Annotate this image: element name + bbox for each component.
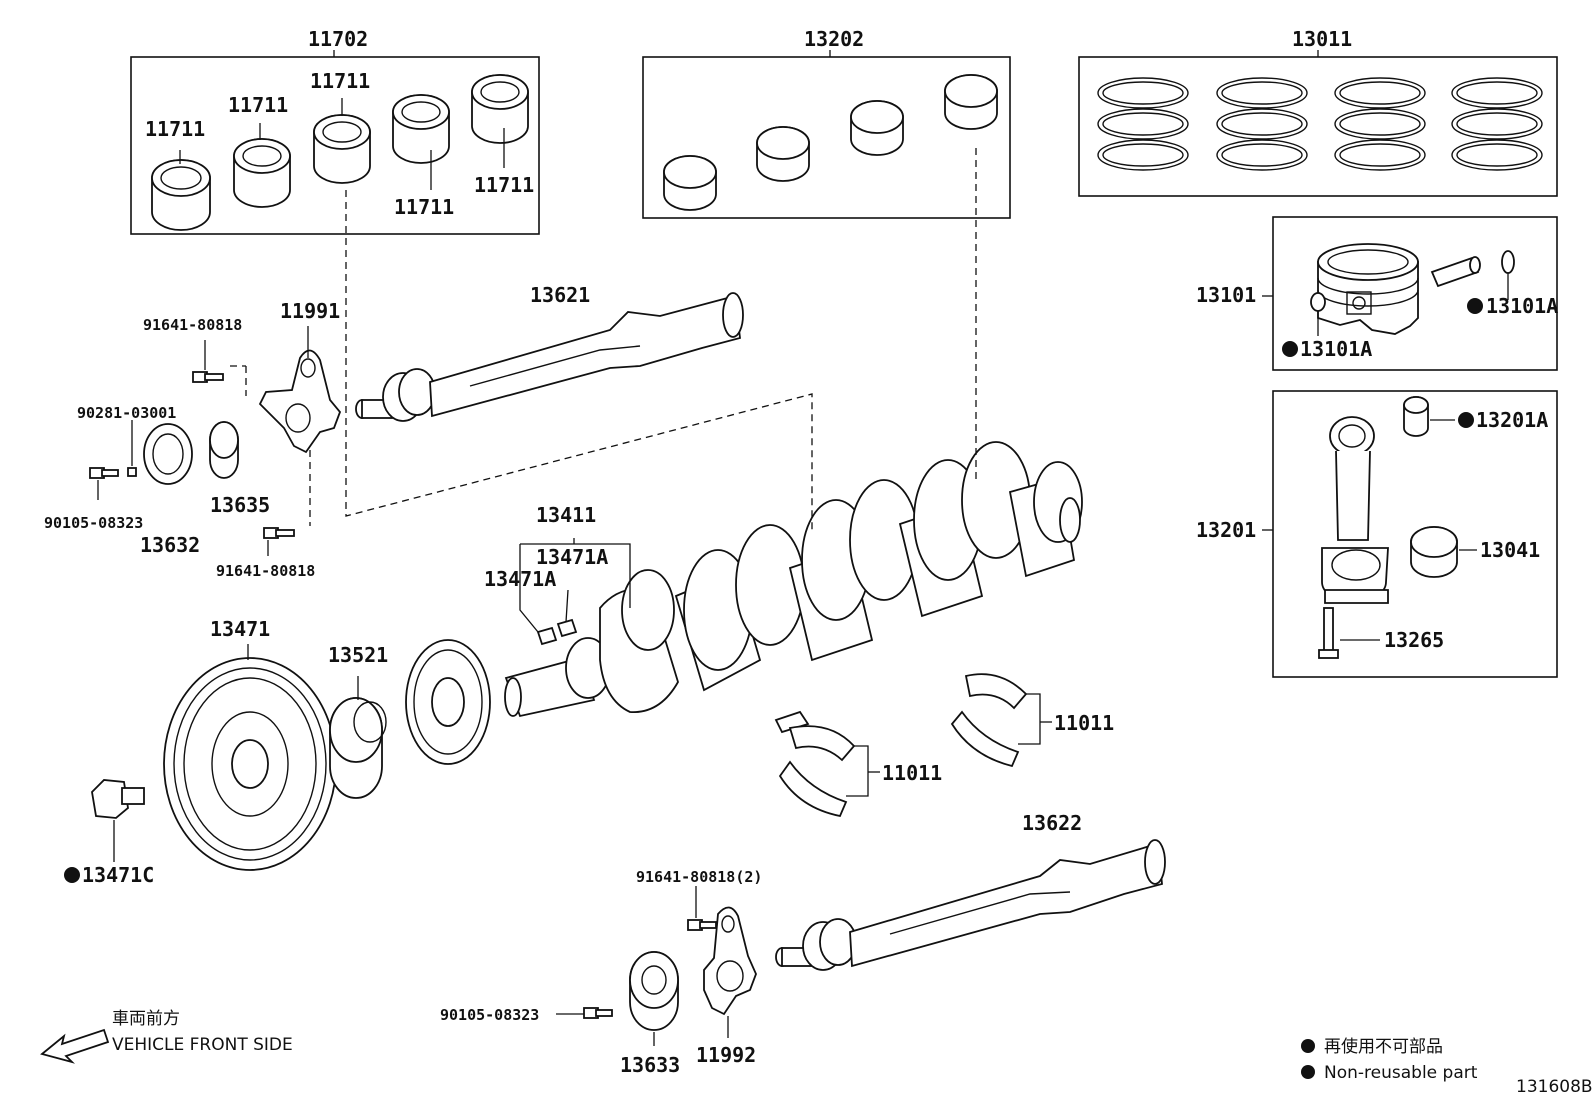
rod-bearing-group <box>663 74 998 211</box>
piston-assembly <box>1310 243 1515 335</box>
connecting-rod-box-13201 <box>1272 390 1558 678</box>
thrust-washer-upper <box>950 673 1028 768</box>
thrust-washer-lower <box>778 725 856 818</box>
label-11991: 11991 <box>280 299 340 323</box>
bolt-90105-lower <box>583 1007 613 1019</box>
label-13201A: 13201A <box>1476 408 1548 432</box>
pin-90281 <box>127 467 137 477</box>
main-bearing-4 <box>392 94 450 164</box>
label-13202: 13202 <box>804 27 864 51</box>
label-13101A-a: 13101A <box>1486 294 1558 318</box>
label-11011-b: 11011 <box>1054 711 1114 735</box>
vehicle-front-indicator: 車両前方 VEHICLE FRONT SIDE <box>40 1009 293 1064</box>
label-13632: 13632 <box>140 533 200 557</box>
vehicle-front-jp: 車両前方 <box>112 1009 180 1029</box>
part-labels: 11702 11711 11711 11711 11711 11711 1320… <box>44 27 1558 1077</box>
label-91641-a: 91641-80818 <box>143 316 242 334</box>
balance-shaft-plate-11992 <box>703 906 757 1016</box>
bolt-91641-lower <box>263 527 295 539</box>
balance-shaft-collar-13635 <box>209 421 239 479</box>
crank-pulley <box>163 657 337 871</box>
label-11711-b: 11711 <box>228 93 288 117</box>
label-13101: 13101 <box>1196 283 1256 307</box>
rod-bearing-3 <box>850 100 904 156</box>
bearing-set-box-13202 <box>642 56 1011 219</box>
crank-gear-wheel <box>405 639 491 765</box>
label-13621: 13621 <box>530 283 590 307</box>
figure-code: 131608B <box>1516 1077 1592 1097</box>
bearing-set-box-11702 <box>130 56 540 235</box>
label-90105-a: 90105-08323 <box>44 514 143 532</box>
non-reusable-en: Non-reusable part <box>1324 1063 1478 1083</box>
non-reusable-dot-icon <box>1301 1039 1315 1053</box>
piston-ring-set-2 <box>1216 77 1308 171</box>
piston-ring-set-4 <box>1451 77 1543 171</box>
bolt-91641-80818-2 <box>687 919 717 931</box>
label-13635: 13635 <box>210 493 270 517</box>
crank-timing-sprocket-13521 <box>329 697 387 799</box>
label-13011: 13011 <box>1292 27 1352 51</box>
label-13521: 13521 <box>328 643 388 667</box>
label-11992: 11992 <box>696 1043 756 1067</box>
bolt-91641-upper <box>192 371 224 383</box>
label-11702: 11702 <box>308 27 368 51</box>
label-11711-d: 11711 <box>394 195 454 219</box>
label-91641-c: 91641-80818(2) <box>636 868 762 886</box>
label-13265: 13265 <box>1384 628 1444 652</box>
label-11011-a: 11011 <box>882 761 942 785</box>
label-13471A-b: 13471A <box>484 567 556 591</box>
label-11711-a: 11711 <box>145 117 205 141</box>
main-bearing-1 <box>151 159 211 231</box>
label-11711-c: 11711 <box>310 69 370 93</box>
label-11711-e: 11711 <box>474 173 534 197</box>
label-13041: 13041 <box>1480 538 1540 562</box>
connecting-rod <box>1318 396 1458 659</box>
label-90105-b: 90105-08323 <box>440 1006 539 1024</box>
label-13622: 13622 <box>1022 811 1082 835</box>
bolt-90105-upper <box>89 467 119 479</box>
label-13471C: 13471C <box>82 863 154 887</box>
main-bearing-5 <box>471 74 529 144</box>
label-13471A-a: 13471A <box>536 545 608 569</box>
non-reusable-jp: 再使用不可部品 <box>1324 1036 1443 1057</box>
balance-shaft-upper-13621 <box>355 292 744 422</box>
main-bearing-2 <box>233 138 291 208</box>
rod-bearing-1 <box>663 155 717 211</box>
piston-clip-left <box>1310 292 1326 312</box>
front-arrow-icon <box>40 1028 110 1064</box>
label-13101A-b: 13101A <box>1300 337 1372 361</box>
vehicle-front-en: VEHICLE FRONT SIDE <box>112 1035 293 1055</box>
label-91641-b: 91641-80818 <box>216 562 315 580</box>
piston-clip-right <box>1501 250 1515 274</box>
main-bearing-group <box>151 74 529 231</box>
balance-shaft-gear-13632 <box>143 423 193 485</box>
label-13633: 13633 <box>620 1053 680 1077</box>
balance-shaft-lower-13622 <box>775 839 1166 971</box>
label-90281: 90281-03001 <box>77 404 176 422</box>
non-reusable-legend: 再使用不可部品 Non-reusable part <box>1301 1036 1478 1083</box>
piston-ring-set-1 <box>1097 77 1189 171</box>
crankshaft-key-pair <box>536 618 578 646</box>
piston-ring-set-3 <box>1334 77 1426 171</box>
crankshaft <box>504 441 1083 734</box>
label-13201: 13201 <box>1196 518 1256 542</box>
rod-bearing-2 <box>756 126 810 182</box>
piston-box-13101 <box>1272 216 1558 371</box>
piston-ring-sets <box>1097 77 1543 171</box>
label-13471: 13471 <box>210 617 270 641</box>
balance-shaft-plate-11991 <box>258 349 342 454</box>
rod-bearing-4 <box>944 74 998 130</box>
balance-shaft-gear-13633 <box>629 951 679 1031</box>
label-13411: 13411 <box>536 503 596 527</box>
crank-pulley-bolt <box>91 779 145 819</box>
main-bearing-3 <box>313 114 371 184</box>
